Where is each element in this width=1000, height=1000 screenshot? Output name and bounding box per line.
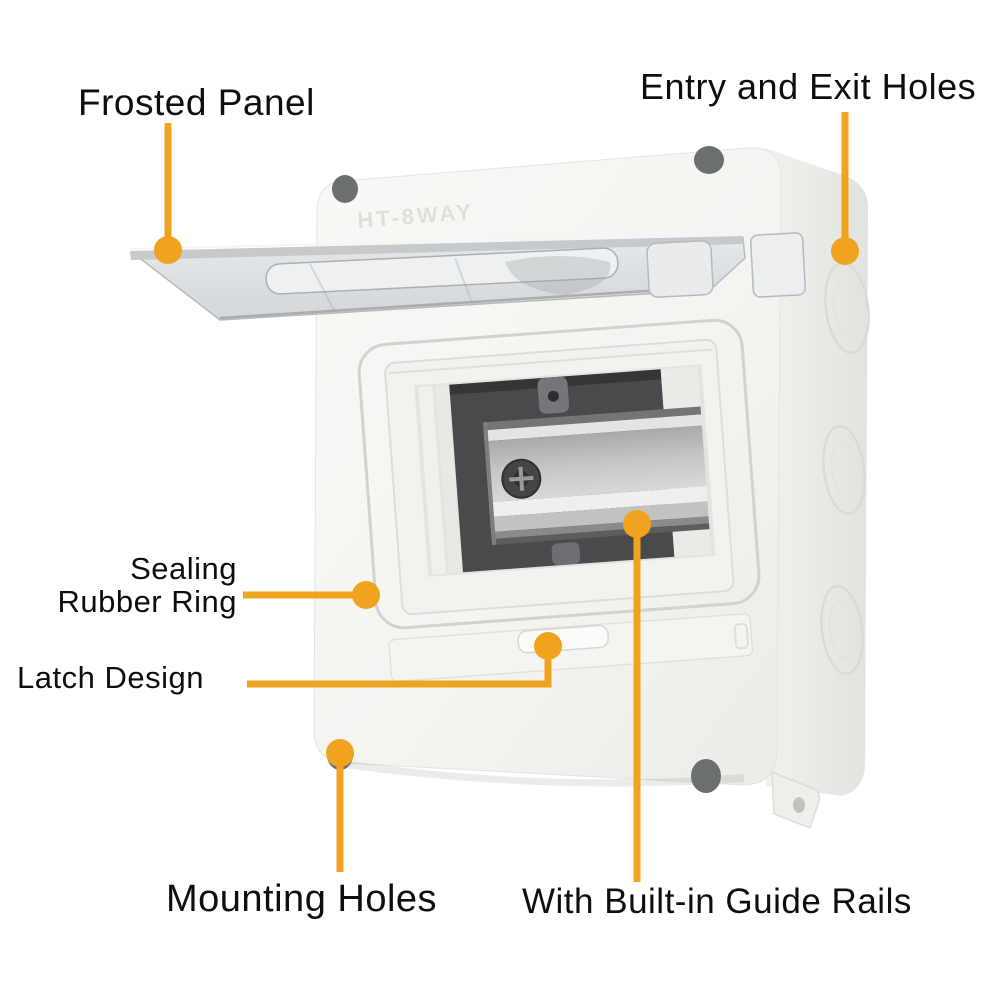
leader-dot (326, 739, 354, 767)
lid-hinge (646, 240, 714, 298)
bevel-step-line (389, 348, 713, 375)
leader-dot (352, 581, 380, 609)
rib (435, 384, 463, 574)
mounting-hole (694, 146, 724, 174)
leader-entry-exit-holes (831, 112, 859, 265)
leader-dot (154, 236, 182, 264)
label-guide-rails: With Built-in Guide Rails (522, 882, 912, 921)
frosted-lid (129, 232, 806, 321)
mounting-ear-hole (793, 797, 805, 813)
label-sealing-line1: Sealing (130, 551, 237, 586)
lid-edge-highlight (129, 233, 744, 250)
label-mounting-holes: Mounting Holes (166, 878, 438, 920)
rail-screw (501, 458, 542, 499)
leader-dot (623, 510, 651, 538)
leader-mounting-holes (326, 739, 354, 872)
label-latch-design: Latch Design (17, 660, 204, 695)
lid-hinge (750, 232, 806, 298)
lid-recess-shadow (505, 256, 611, 295)
label-sealing-rubber-ring: Sealing Rubber Ring (17, 551, 237, 619)
label-entry-exit-holes: Entry and Exit Holes (640, 66, 977, 107)
mounting-hole (691, 759, 721, 793)
lid-front-edge (130, 236, 744, 260)
lid-crease (454, 257, 473, 304)
leader-dot (831, 237, 859, 265)
front-window-group (357, 318, 761, 683)
mounting-hole (332, 175, 358, 203)
leader-line (247, 652, 552, 688)
box-side-face (765, 148, 869, 796)
rib (418, 386, 447, 575)
sealing-ring-groove (357, 318, 761, 630)
leader-latch-design (247, 632, 562, 688)
leader-sealing-rubber-ring (243, 581, 380, 609)
latch-notch (733, 622, 750, 650)
lid-crease (309, 263, 336, 313)
leader-guide-rails (623, 510, 651, 882)
lid-bottom-edge (219, 285, 711, 320)
leader-dot (534, 632, 562, 660)
mounting-holes-group (327, 146, 724, 793)
label-sealing-line2: Rubber Ring (57, 583, 237, 619)
back-panel-tab-hole (547, 390, 559, 402)
lid-window-channel (265, 247, 619, 295)
back-panel-tab-bottom (551, 542, 581, 566)
leader-frosted-panel (154, 123, 182, 264)
label-frosted-panel: Frosted Panel (78, 82, 315, 123)
